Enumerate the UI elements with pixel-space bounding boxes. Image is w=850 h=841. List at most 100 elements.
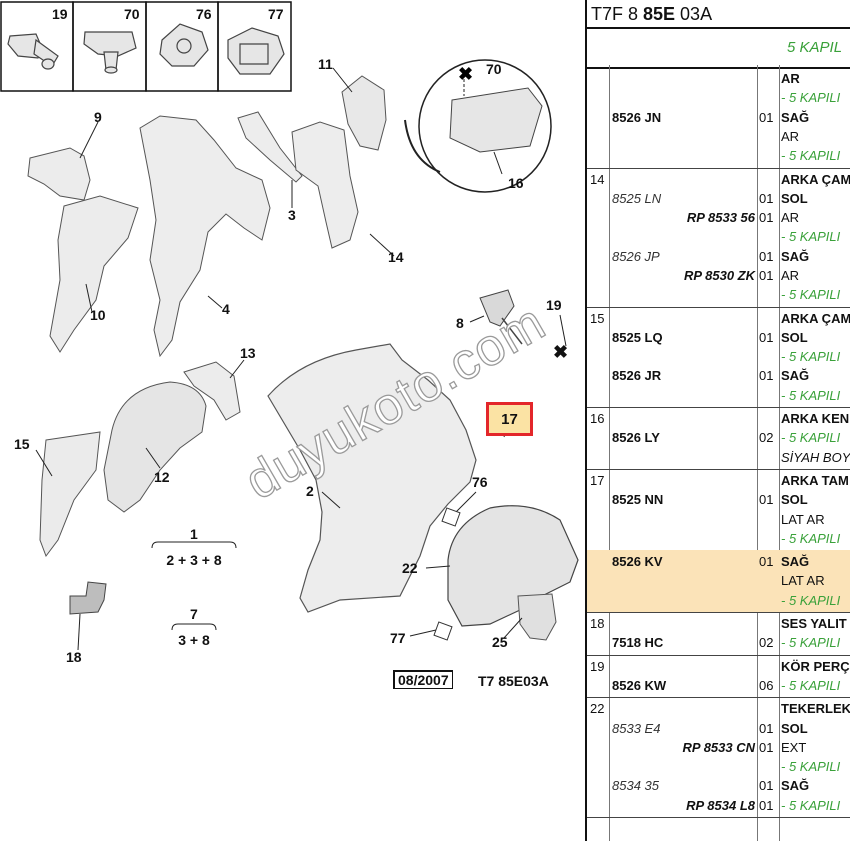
part-ref[interactable]: 8526 JR (612, 368, 662, 384)
part-description: AR (781, 128, 800, 144)
part-description: - 5 KAPILI (781, 635, 841, 651)
callout-14[interactable]: 14 (388, 249, 404, 265)
part-description: LAT AR (781, 573, 825, 589)
quantity: 01 (759, 248, 774, 264)
thumbnail-label: 70 (124, 6, 140, 22)
group-number: 19 (590, 658, 605, 674)
part-description: - 5 KAPILI (781, 530, 841, 546)
callout-76[interactable]: 76 (472, 474, 488, 490)
replacement-ref[interactable]: RP 8533 CN (682, 739, 756, 755)
quantity: 01 (759, 329, 774, 345)
part-ref[interactable]: 8526 JN (612, 109, 662, 125)
replacement-ref[interactable]: RP 8530 ZK (683, 268, 755, 283)
part-ref[interactable]: 7518 HC (612, 635, 664, 651)
part-description: SAĞ (781, 109, 810, 125)
column-divider (757, 65, 758, 841)
part-description: AR (781, 210, 800, 226)
part-ref[interactable]: 8525 NN (612, 492, 664, 508)
part-description: AR (781, 71, 800, 86)
part-description: - 5 KAPILI (781, 677, 841, 693)
selected-callout-17[interactable]: 17 (486, 402, 533, 436)
svg-text:✖: ✖ (458, 64, 473, 84)
callout-8[interactable]: 8 (456, 315, 464, 331)
part-ref[interactable]: 8526 LY (612, 430, 660, 446)
group-number: 18 (590, 616, 605, 632)
svg-text:✖: ✖ (553, 342, 568, 362)
quantity: 01 (759, 210, 774, 226)
diagram-code: T7 85E03A (478, 673, 549, 689)
callout-10[interactable]: 10 (90, 307, 106, 323)
formula-7: 3 + 8 (178, 632, 210, 648)
callout-1[interactable]: 1 (190, 526, 198, 542)
part-ref[interactable]: 8526 KV (612, 554, 663, 570)
callout-3[interactable]: 3 (288, 207, 296, 223)
part-description: ARKA TAM (781, 473, 849, 488)
zoom-detail: ✖ (404, 59, 552, 193)
column-divider (609, 65, 610, 841)
part-description: SOL (781, 720, 808, 736)
quantity: 01 (759, 739, 774, 755)
callout-9[interactable]: 9 (94, 109, 102, 125)
part-ref[interactable]: 8526 JP (612, 248, 660, 264)
title-suffix: 03A (675, 4, 713, 24)
quantity: 01 (759, 797, 774, 813)
callout-11[interactable]: 11 (318, 56, 333, 72)
part-description: AR (781, 268, 800, 283)
part-description: - 5 KAPILI (781, 592, 841, 608)
part-description: - 5 KAPILI (781, 430, 841, 446)
quantity: 01 (759, 190, 774, 206)
part-description: - 5 KAPILI (781, 229, 841, 245)
replacement-ref[interactable]: RP 8533 56 (686, 210, 755, 226)
callout-16[interactable]: 16 (508, 175, 524, 191)
group-number: 15 (590, 310, 605, 326)
callout-2[interactable]: 2 (306, 483, 314, 499)
callout-12[interactable]: 12 (154, 469, 170, 485)
callout-19[interactable]: 19 (546, 297, 562, 313)
callout-25[interactable]: 25 (492, 634, 508, 650)
thumbnail-label: 77 (268, 6, 284, 22)
diagram-drawing: ✖ (0, 1, 579, 651)
part-description: - 5 KAPILI (781, 287, 841, 303)
part-description: SOL (781, 492, 808, 508)
part-description: - 5 KAPILI (781, 90, 841, 106)
part-ref[interactable]: 8525 LN (612, 190, 662, 206)
part-description: KÖR PERÇ (781, 658, 850, 674)
part-description: SAĞ (781, 368, 810, 384)
callout-77[interactable]: 77 (390, 630, 406, 646)
callout-7[interactable]: 7 (190, 606, 198, 622)
callout-15[interactable]: 15 (14, 436, 30, 452)
callout-4[interactable]: 4 (222, 301, 230, 317)
part-description: SOL (781, 329, 808, 345)
callout-13[interactable]: 13 (240, 345, 256, 361)
part-ref[interactable]: 8525 LQ (612, 329, 663, 345)
group-number: 14 (590, 171, 605, 187)
table-sub-header: 5 KAPIL (587, 27, 850, 69)
callout-70[interactable]: 70 (486, 61, 502, 77)
callout-22[interactable]: 22 (402, 560, 418, 576)
callout-18[interactable]: 18 (66, 649, 82, 665)
thumbnail-label: 76 (196, 6, 212, 22)
part-description: SAĞ (781, 554, 810, 570)
part-description: - 5 KAPILI (781, 349, 841, 365)
replacement-ref[interactable]: RP 8534 L8 (686, 797, 755, 813)
part-description: SİYAH BOY (781, 449, 850, 465)
part-ref[interactable]: 8533 E4 (612, 720, 661, 736)
title-prefix: T7F 8 (591, 4, 644, 24)
quantity: 01 (759, 554, 774, 570)
part-description: TEKERLEK (781, 701, 850, 717)
table-row[interactable]: 8526 KV 01 SAĞ LAT AR - 5 KAPILI (587, 550, 850, 614)
quantity: 02 (759, 635, 774, 651)
part-description: SAĞ (781, 778, 810, 794)
part-ref[interactable]: 8534 35 (612, 778, 659, 794)
group-number: 16 (590, 411, 605, 427)
part-ref[interactable]: 8526 KW (612, 677, 667, 693)
